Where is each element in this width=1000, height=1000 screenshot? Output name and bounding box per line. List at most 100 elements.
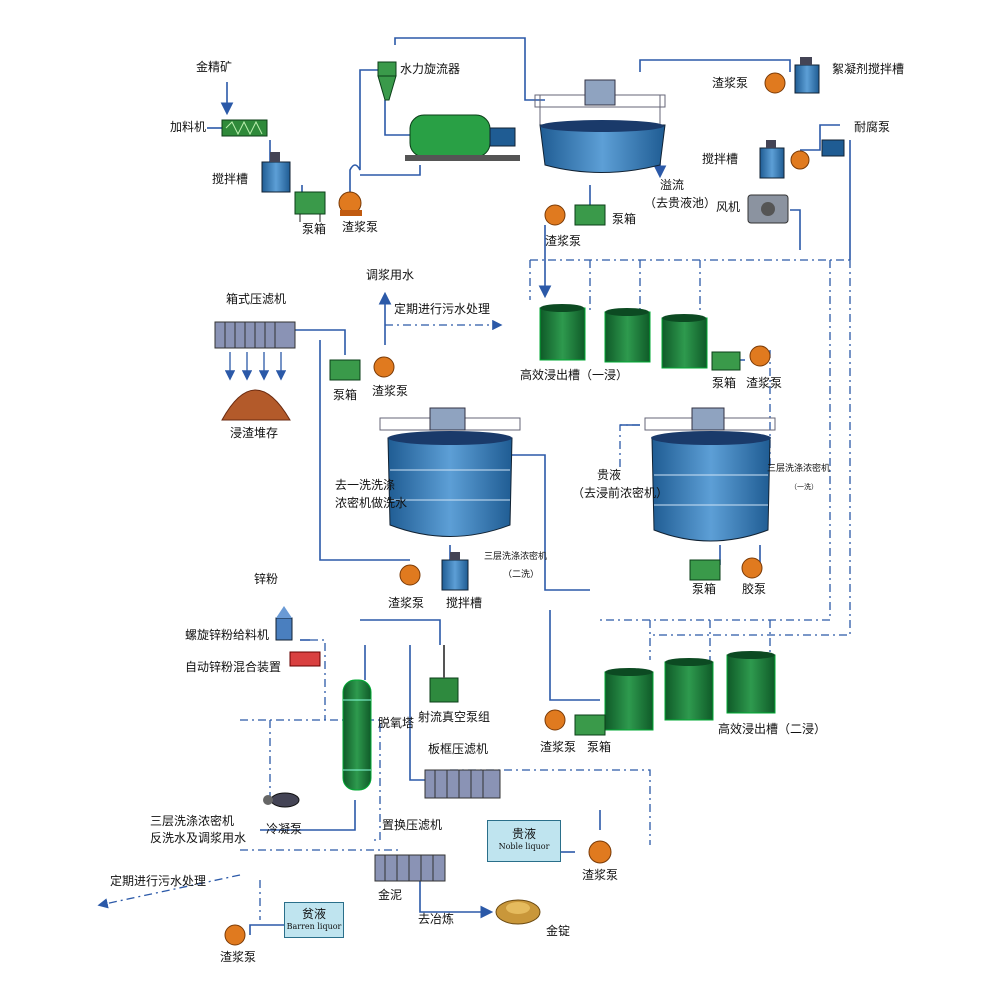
label-slurry-pump-1: 渣浆泵 [342, 220, 379, 234]
label-pump-box-3: 泵箱 [333, 388, 358, 402]
label-sewage-2: 定期进行污水处理 [110, 874, 207, 888]
pump-box-3-icon [329, 359, 361, 381]
agitator-tank-3-icon [441, 552, 469, 591]
label-pump-box-5: 泵箱 [692, 582, 717, 596]
glue-pump-icon [741, 557, 763, 579]
slurry-pump-3-icon [373, 356, 395, 378]
label-slurry-pump-2: 渣浆泵 [545, 234, 582, 248]
label-slurry-water: 调浆用水 [366, 268, 415, 282]
label-wash-water-2: 浓密机做洗水 [335, 496, 408, 510]
noble-liquor-box: 贵液 Noble liquor [487, 820, 561, 862]
displacement-filter-icon [374, 854, 446, 882]
cooling-pump-icon [263, 792, 300, 808]
label-slurry-pump-7: 渣浆泵 [582, 868, 619, 882]
label-slurry-pump-5: 渣浆泵 [388, 596, 425, 610]
label-pump-box-2: 泵箱 [612, 212, 637, 226]
label-residue-stock: 浸渣堆存 [230, 426, 279, 440]
barren-liquor-en: Barren liquor [286, 922, 342, 931]
slurry-pump-1-icon [338, 191, 362, 216]
label-agitator-3: 搅拌槽 [446, 596, 483, 610]
label-feeder: 加料机 [170, 120, 207, 134]
label-slurry-pump-4: 渣浆泵 [746, 376, 783, 390]
slurry-pump-top-icon [764, 72, 786, 94]
slurry-pump-4-icon [749, 345, 771, 367]
pump-box-5-icon [689, 559, 721, 581]
label-backwash-2: 反洗水及调浆用水 [150, 831, 247, 845]
screw-zinc-feeder-icon [275, 606, 293, 641]
leach-tank-2b-icon [664, 658, 714, 721]
leach-tank-2c-icon [726, 651, 776, 714]
label-leach-1: 高效浸出槽（一浸） [520, 368, 629, 382]
label-thickener-a: 三层洗涤浓密机 [767, 464, 831, 474]
leach-tank-2a-icon [604, 668, 654, 731]
thickener-top-icon [534, 79, 666, 173]
label-overflow-note: （去贵液池） [644, 196, 717, 210]
label-deaerator: 脱氧塔 [378, 716, 415, 730]
label-glue-pump: 胶泵 [742, 582, 767, 596]
label-displacement-filter: 置换压滤机 [382, 818, 443, 832]
label-wash-water-1: 去一洗洗涤 [335, 478, 396, 492]
barren-liquor-cn: 贫液 [301, 907, 326, 921]
noble-liquor-cn: 贵液 [511, 827, 536, 841]
label-thickener-b-sub: （二洗） [503, 570, 540, 580]
thickener-center-icon [379, 407, 521, 537]
corrosion-pump-motor-icon [821, 139, 845, 157]
label-screw-zinc-feeder: 螺旋锌粉给料机 [185, 628, 270, 642]
jet-vacuum-icon [429, 645, 459, 703]
leach-tank-1a-icon [539, 304, 586, 361]
label-thickener-b: 三层洗涤浓密机 [484, 552, 548, 562]
slurry-pump-8-icon [224, 924, 246, 946]
pump-box-2-icon [574, 204, 606, 226]
hydrocyclone-icon [377, 61, 397, 101]
label-plate-filter: 板框压滤机 [428, 742, 489, 756]
slurry-pump-6-icon [544, 709, 566, 731]
label-thickener-a-sub: （一洗） [790, 483, 818, 491]
label-gold-ingot: 金锭 [546, 924, 571, 938]
label-gold-concentrate: 金精矿 [196, 60, 233, 74]
pump-box-1-icon [294, 191, 326, 222]
label-corrosion-pump: 耐腐泵 [854, 120, 891, 134]
label-leach-2: 高效浸出槽（二浸） [718, 722, 827, 736]
box-filter-press-icon [214, 321, 296, 349]
label-flocculant-tank: 絮凝剂搅拌槽 [832, 62, 905, 76]
label-auto-zinc-mixer: 自动锌粉混合装置 [185, 660, 282, 674]
label-pump-box-4: 泵箱 [712, 376, 737, 390]
label-cooling-pump: 冷凝泵 [266, 822, 303, 836]
flocculant-tank-icon [794, 57, 820, 94]
label-hydrocyclone: 水力旋流器 [400, 62, 461, 76]
leach-tank-1c-icon [661, 314, 708, 369]
label-jet-vacuum: 射流真空泵组 [418, 710, 491, 724]
barren-liquor-box: 贫液 Barren liquor [284, 902, 344, 938]
ball-mill-icon [405, 114, 520, 161]
label-zinc-powder: 锌粉 [254, 572, 279, 586]
corrosion-pump-icon [790, 150, 810, 170]
residue-pile-icon [221, 389, 291, 421]
slurry-pump-2-icon [544, 204, 566, 226]
zinc-mixer-icon [289, 651, 321, 667]
thickener-right-icon [644, 407, 776, 542]
agitator-tank-1-icon [261, 152, 291, 193]
agitator-tank-2-icon [759, 140, 785, 179]
plate-filter-icon [424, 769, 501, 799]
label-agitator-1: 搅拌槽 [212, 172, 249, 186]
deaerator-tower-icon [342, 679, 372, 791]
label-box-filter-press: 箱式压滤机 [226, 292, 287, 306]
label-pregnant-liquor: 贵液 [597, 468, 622, 482]
label-blower: 风机 [716, 200, 741, 214]
label-pump-box-6: 泵箱 [587, 740, 612, 754]
label-pump-box-1: 泵箱 [302, 222, 327, 236]
label-backwash-1: 三层洗涤浓密机 [150, 814, 235, 828]
label-slurry-pump-6: 渣浆泵 [540, 740, 577, 754]
label-slurry-pump-8: 渣浆泵 [220, 950, 257, 964]
slurry-pump-5-icon [399, 564, 421, 586]
label-gold-mud: 金泥 [378, 888, 403, 902]
label-sewage-1: 定期进行污水处理 [394, 302, 491, 316]
blower-icon [747, 194, 789, 224]
label-slurry-pump-3: 渣浆泵 [372, 384, 409, 398]
screw-feeder-icon [221, 119, 268, 137]
label-pregnant-note: （去浸前浓密机） [572, 486, 669, 500]
label-agitator-2: 搅拌槽 [702, 152, 739, 166]
slurry-pump-7-icon [588, 840, 612, 864]
